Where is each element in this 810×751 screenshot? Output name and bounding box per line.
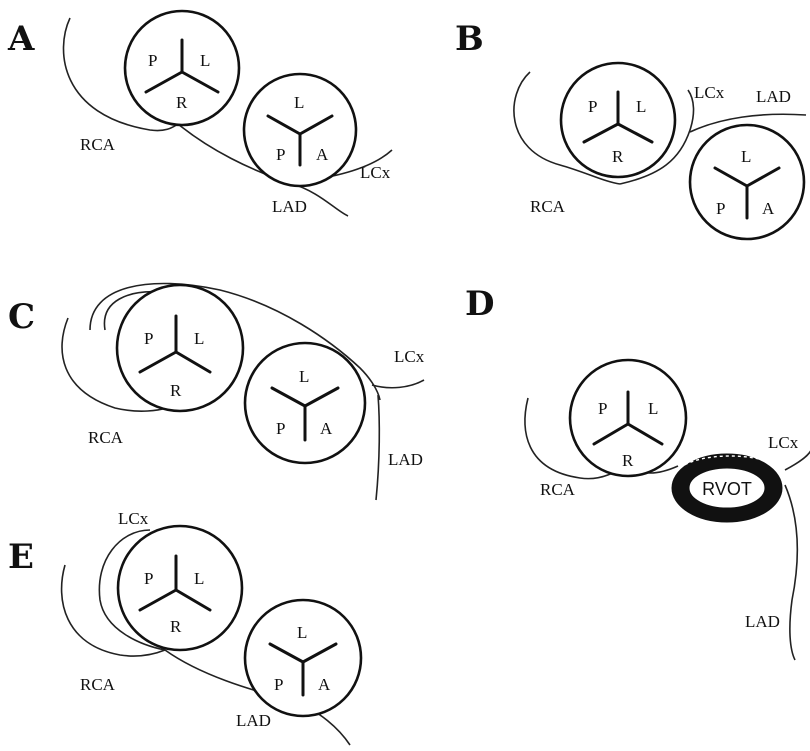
panel-c-cusp-a2: A: [320, 419, 333, 438]
panel-b-rca-vessel: [513, 71, 621, 185]
panel-c-cusp-p: P: [144, 329, 153, 348]
panel-e-cusp-r: R: [170, 617, 182, 636]
panel-e-rca-vessel: [60, 564, 166, 657]
panel-e-lcx-label: LCx: [118, 509, 149, 528]
panel-b-letter: B: [455, 19, 484, 59]
panel-d-cusp-l: L: [648, 399, 658, 418]
panel-b-lad-label: LAD: [756, 87, 791, 106]
panel-b-cusp-l: L: [636, 97, 646, 116]
panel-a-lcx-label: LCx: [360, 163, 391, 182]
panel-d-lad-label: LAD: [745, 612, 780, 631]
panel-c-outer-vessel: [89, 282, 381, 401]
panel-e-letter: E: [8, 537, 34, 577]
panel-c-rca-vessel: [61, 317, 167, 412]
panel-b-lcx-vessel: [619, 89, 695, 185]
panel-b-rca-label: RCA: [530, 197, 566, 216]
panel-b-cusp-a2: A: [762, 199, 775, 218]
panel-e-lcx-vessel: [98, 529, 166, 651]
panel-e-cusp-a2: A: [318, 675, 331, 694]
panel-a-letter: A: [7, 19, 35, 59]
panel-d-letter: D: [465, 284, 494, 324]
panel-a-cusp-r: R: [176, 93, 188, 112]
panel-d-lad-vessel: [784, 484, 799, 661]
panel-b-cusp-p: P: [588, 97, 597, 116]
panel-e-cusp-p: P: [144, 569, 153, 588]
panel-a-pulmonary-valve: [242, 72, 358, 188]
panel-a-cusp-l2: L: [294, 93, 304, 112]
panel-c-lcx-vessel: [371, 379, 425, 389]
panel-c-aortic-valve: [115, 283, 245, 413]
panel-c-cusp-l: L: [194, 329, 204, 348]
panel-b: B P L R L P A RCA LCx LAD: [455, 19, 807, 241]
panel-a-rca-label: RCA: [80, 135, 116, 154]
panel-d-cusp-p: P: [598, 399, 607, 418]
panel-d: D P L R RVOT RCA LCx LAD: [465, 284, 810, 661]
panel-d-rca-label: RCA: [540, 480, 576, 499]
panel-b-lcx-label: LCx: [694, 83, 725, 102]
panel-c-lad-label: LAD: [388, 450, 423, 469]
panel-a-lad-label: LAD: [272, 197, 307, 216]
panel-d-lcx-label: LCx: [768, 433, 799, 452]
panel-b-cusp-p2: P: [716, 199, 725, 218]
panel-e-cusp-l2: L: [297, 623, 307, 642]
panel-e-lad-label: LAD: [236, 711, 271, 730]
panel-b-lad-vessel: [689, 113, 807, 133]
panel-a-cusp-a2: A: [316, 145, 329, 164]
panel-a-cusp-p: P: [148, 51, 157, 70]
panel-e-cusp-l: L: [194, 569, 204, 588]
panel-e-rca-label: RCA: [80, 675, 116, 694]
panel-c-letter: C: [8, 297, 35, 337]
panel-e-cusp-p2: P: [274, 675, 283, 694]
panel-a-cusp-l: L: [200, 51, 210, 70]
panel-c: C P L R L P A RCA LCx LAD: [8, 282, 425, 501]
panel-d-rvot-label: RVOT: [702, 479, 752, 499]
panel-e-pulmonary-valve: [243, 598, 363, 718]
panel-c-rca-label: RCA: [88, 428, 124, 447]
panel-d-rvot-lumen: [688, 467, 766, 509]
panel-d-cusp-r: R: [622, 451, 634, 470]
panel-a-cusp-p2: P: [276, 145, 285, 164]
panel-c-pulmonary-valve: [243, 341, 367, 465]
panel-e: E P L R L P A RCA LCx LAD: [8, 509, 363, 746]
panel-c-cusp-p2: P: [276, 419, 285, 438]
panel-b-pulmonary-valve: [688, 123, 806, 241]
panel-a-rca-vessel: [62, 17, 179, 132]
panel-d-lcx-vessel: [784, 450, 810, 471]
panel-c-lcx-label: LCx: [394, 347, 425, 366]
panel-e-aortic-valve: [116, 524, 244, 652]
panel-b-cusp-l2: L: [741, 147, 751, 166]
panel-b-cusp-r: R: [612, 147, 624, 166]
panel-a: A P L R L P A RCA LCx LAD: [7, 9, 393, 217]
panel-c-cusp-l2: L: [299, 367, 309, 386]
panel-c-cusp-r: R: [170, 381, 182, 400]
panel-c-lad-vessel: [375, 394, 381, 501]
